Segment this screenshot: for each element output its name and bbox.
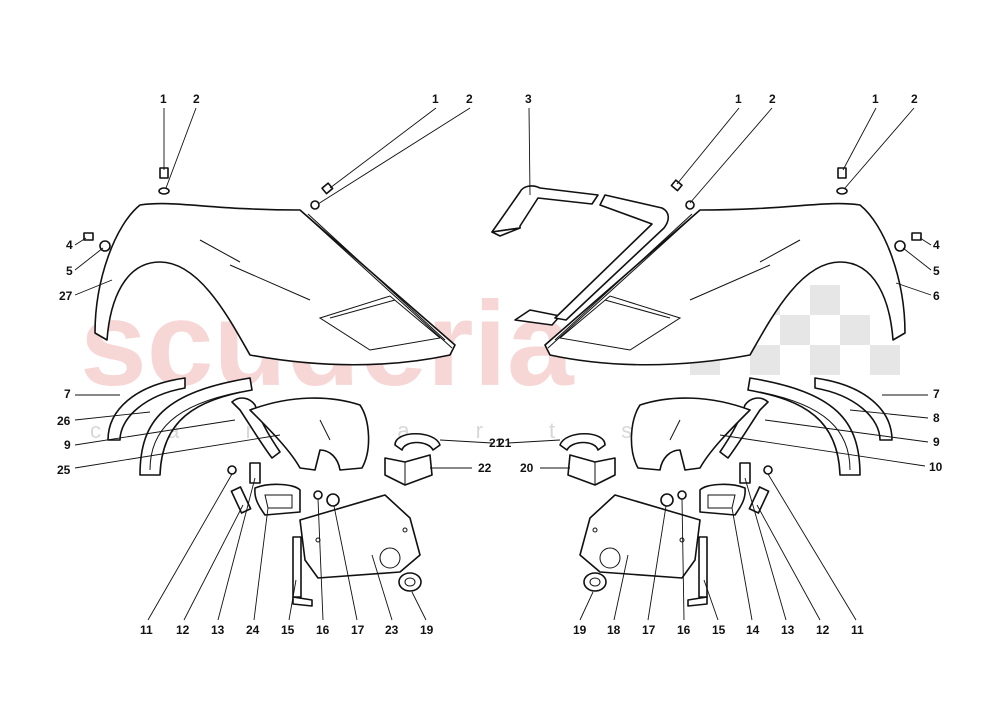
callout-22: 22 bbox=[478, 461, 492, 475]
callout-15: 15 bbox=[281, 623, 295, 637]
callout-11: 11 bbox=[851, 623, 864, 637]
callout-24: 24 bbox=[246, 623, 260, 637]
callout-19: 19 bbox=[420, 623, 434, 637]
right-liners bbox=[630, 377, 893, 516]
right-top-bolt bbox=[670, 167, 922, 252]
callout-9: 9 bbox=[933, 435, 940, 449]
left-inner-panel bbox=[292, 490, 422, 607]
callout-1: 1 bbox=[735, 92, 742, 106]
callout-17: 17 bbox=[642, 623, 656, 637]
callout-17: 17 bbox=[351, 623, 365, 637]
callout-25: 25 bbox=[57, 463, 71, 477]
left-liners bbox=[107, 377, 370, 516]
callout-4: 4 bbox=[933, 238, 940, 252]
callout-12: 12 bbox=[816, 623, 830, 637]
callout-19: 19 bbox=[573, 623, 587, 637]
callout-21: 21 bbox=[489, 436, 503, 450]
callout-13: 13 bbox=[781, 623, 795, 637]
callout-6: 6 bbox=[933, 289, 940, 303]
left-callouts: 1 2 1 2 4 5 27 7 26 9 25 21 22 11 12 13 … bbox=[57, 92, 512, 637]
right-inner-panel bbox=[579, 490, 708, 607]
callout-7: 7 bbox=[933, 387, 940, 401]
callout-13: 13 bbox=[211, 623, 225, 637]
callout-26: 26 bbox=[57, 414, 71, 428]
callout-4: 4 bbox=[66, 238, 73, 252]
callout-8: 8 bbox=[933, 411, 940, 425]
callout-7: 7 bbox=[64, 387, 71, 401]
callout-5: 5 bbox=[933, 264, 940, 278]
callout-10: 10 bbox=[929, 460, 943, 474]
left-clips bbox=[384, 433, 441, 486]
part-3-seal: 3 bbox=[491, 92, 670, 326]
callout-1: 1 bbox=[432, 92, 439, 106]
left-top-bolt bbox=[83, 167, 334, 252]
callout-27: 27 bbox=[59, 289, 73, 303]
callout-9: 9 bbox=[64, 438, 71, 452]
callout-1: 1 bbox=[160, 92, 167, 106]
callout-16: 16 bbox=[316, 623, 330, 637]
right-fender bbox=[544, 202, 906, 366]
callout-23: 23 bbox=[385, 623, 399, 637]
callout-11: 11 bbox=[140, 623, 153, 637]
right-callouts: 1 2 1 2 4 5 6 7 8 9 10 21 20 19 18 17 16… bbox=[489, 92, 943, 637]
callout-21: 21 bbox=[498, 436, 512, 450]
callout-1: 1 bbox=[872, 92, 879, 106]
callout-2: 2 bbox=[911, 92, 918, 106]
callout-18: 18 bbox=[607, 623, 621, 637]
callout-5: 5 bbox=[66, 264, 73, 278]
callout-15: 15 bbox=[712, 623, 726, 637]
callout-2: 2 bbox=[193, 92, 200, 106]
callout-20: 20 bbox=[520, 461, 534, 475]
right-clips bbox=[559, 433, 616, 486]
callout-2: 2 bbox=[769, 92, 776, 106]
callout-16: 16 bbox=[677, 623, 691, 637]
callout-14: 14 bbox=[746, 623, 760, 637]
callout-3: 3 bbox=[525, 92, 532, 106]
left-fender bbox=[94, 202, 456, 366]
callout-2: 2 bbox=[466, 92, 473, 106]
callout-12: 12 bbox=[176, 623, 190, 637]
